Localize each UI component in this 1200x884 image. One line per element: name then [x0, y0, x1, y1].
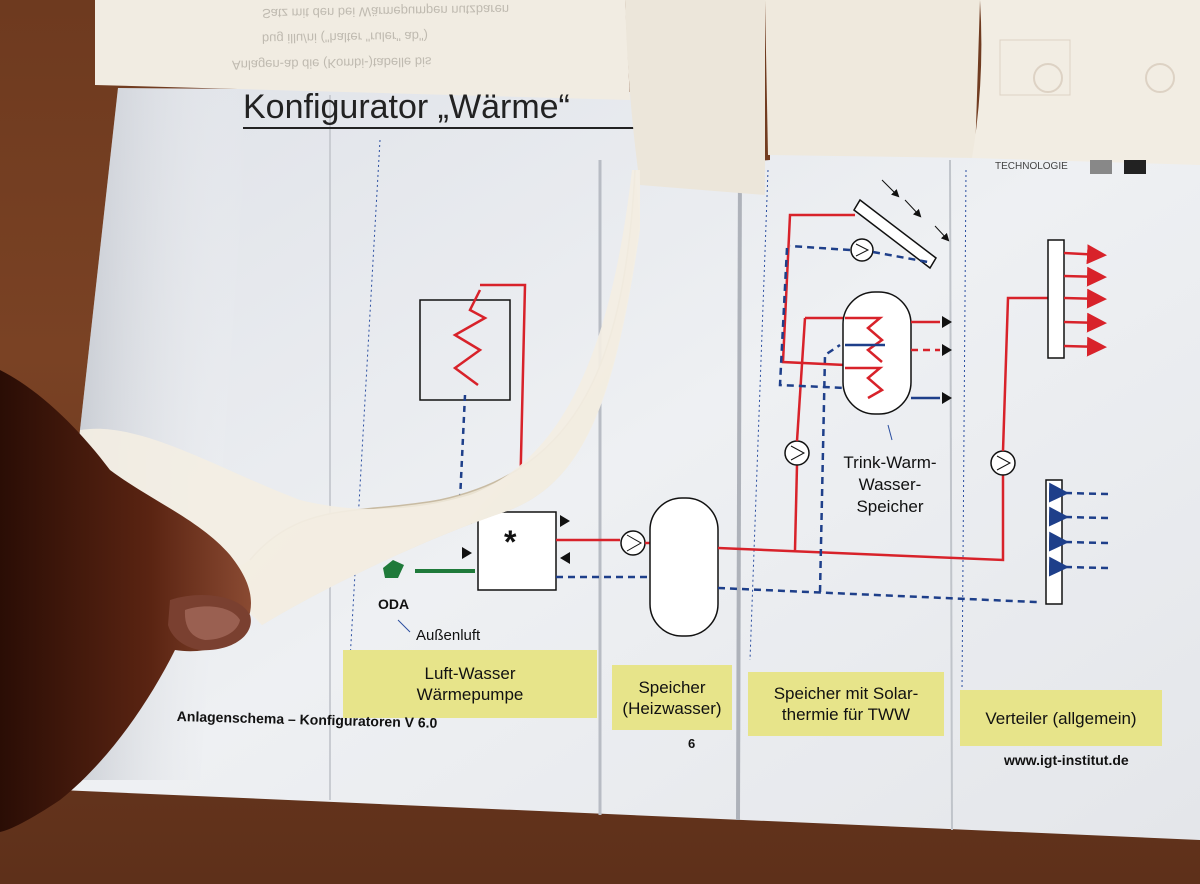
hand — [0, 370, 251, 832]
module-label-solar: Speicher mit Solar- thermie für TWW — [748, 672, 944, 736]
dhw-tank — [842, 291, 912, 415]
module-label-heat-pump: Luft-Wasser Wärmepumpe — [343, 650, 597, 718]
module-label-buffer: Speicher (Heizwasser) — [612, 665, 732, 730]
dhw-tank-label-line-1: Trink-Warm- — [843, 453, 937, 472]
page-title: Konfigurator „Wärme“ — [243, 88, 570, 126]
heat-pump-symbol: * — [504, 524, 517, 560]
footer-website: www.igt-institut.de — [1004, 752, 1129, 768]
dhw-tank-label-line-2: Wasser- — [858, 475, 922, 494]
outside-air-label: Außenluft — [416, 627, 481, 644]
module-label-heat-pump-line-2: Wärmepumpe — [416, 685, 524, 704]
folded-top-sheet — [95, 0, 1200, 195]
footer-page-number: 6 — [688, 736, 696, 751]
buffer-tank — [649, 497, 719, 637]
module-label-distributor: Verteiler (allgemein) — [960, 690, 1162, 746]
module-label-buffer-line-2: (Heizwasser) — [622, 698, 722, 718]
module-label-solar-line-2: thermie für TWW — [781, 705, 911, 724]
heat-pump-unit — [477, 511, 557, 591]
module-label-heat-pump-line-1: Luft-Wasser — [424, 664, 516, 683]
dhw-tank-label: Trink-Warm- Wasser- Speicher — [838, 452, 942, 518]
brand-tag: TECHNOLOGIE — [995, 161, 1068, 172]
oda-label: ODA — [378, 596, 410, 612]
solar-collector — [853, 198, 937, 270]
dhw-tank-label-line-3: Speicher — [856, 497, 924, 516]
module-label-solar-line-1: Speicher mit Solar- — [773, 684, 919, 703]
module-label-buffer-line-1: Speicher — [638, 677, 706, 697]
module-label-distributor-line-1: Verteiler (allgemein) — [985, 708, 1137, 728]
